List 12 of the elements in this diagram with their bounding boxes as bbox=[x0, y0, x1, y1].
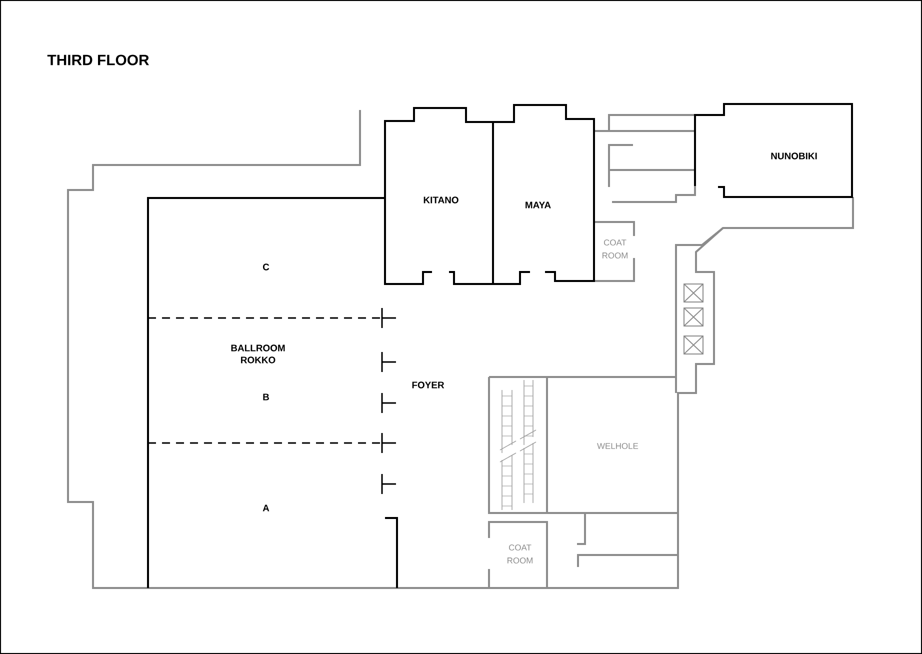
room-label: COAT ROOM bbox=[602, 240, 628, 258]
room-label: FOYER bbox=[412, 382, 444, 388]
room-label: WELHOLE bbox=[597, 443, 638, 449]
room-label: NUNOBIKI bbox=[771, 152, 817, 160]
room-label: A bbox=[262, 504, 270, 512]
room-label: B bbox=[263, 394, 269, 400]
room-label: KITANO bbox=[424, 196, 458, 204]
title: THIRD FLOOR bbox=[47, 54, 149, 66]
room-label: COAT ROOM bbox=[508, 544, 532, 564]
room-label: BALLROOM ROKKO bbox=[231, 344, 285, 364]
room-label: MAYA bbox=[526, 202, 551, 208]
room-label: C bbox=[262, 264, 270, 270]
